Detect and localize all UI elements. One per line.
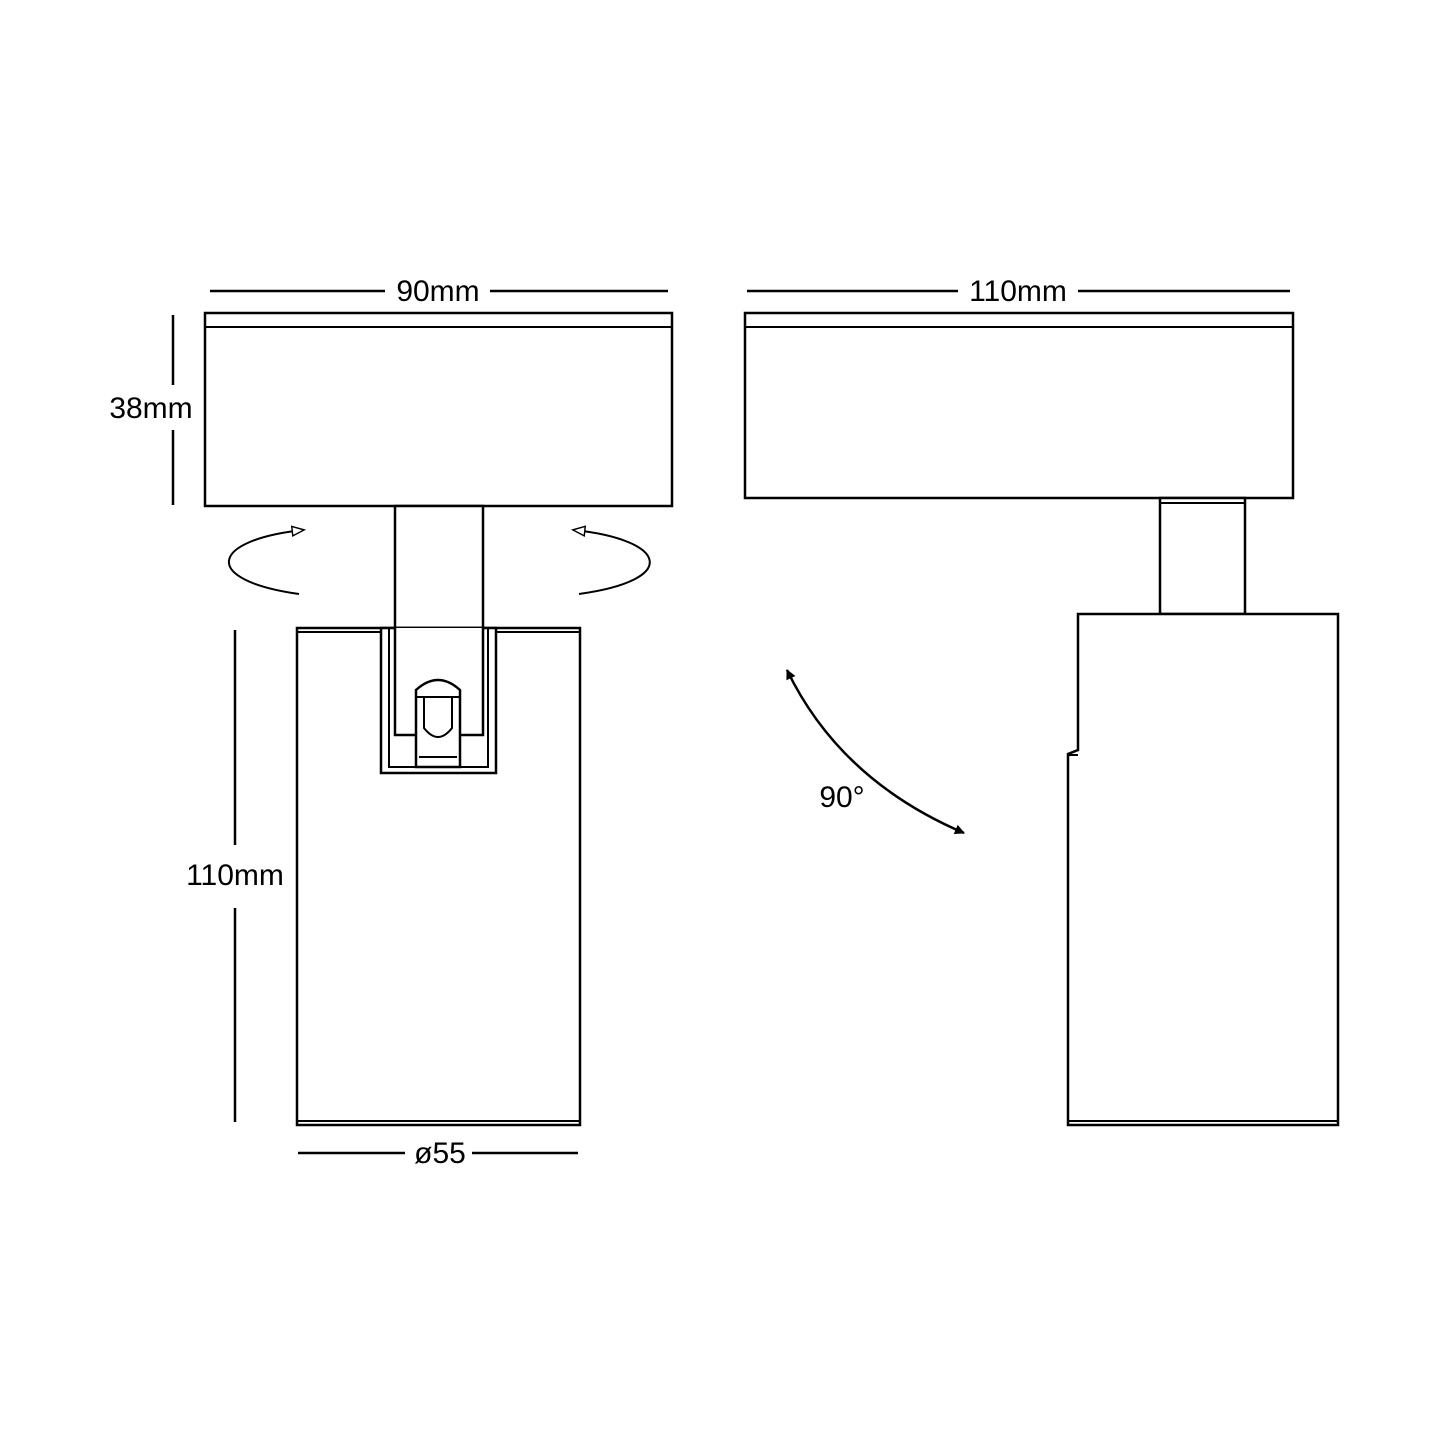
- front-base: [203, 311, 674, 508]
- side-width-label: 110mm: [969, 275, 1067, 308]
- side-stem: [1158, 496, 1247, 616]
- knuckle-icon: [414, 678, 462, 769]
- front-stem: [393, 504, 485, 630]
- diameter-label: ø55: [414, 1137, 466, 1170]
- side-base: [743, 311, 1295, 500]
- rotate-right-arrow-icon: [570, 525, 651, 595]
- rotate-left-arrow-icon: [228, 525, 307, 595]
- front-slot: [379, 626, 498, 775]
- body-height-label: 110mm: [186, 859, 284, 892]
- base-height-label: 38mm: [109, 392, 192, 425]
- front-view: 90mm 38mm 110mm ø55: [109, 275, 674, 1170]
- front-width-label: 90mm: [396, 275, 479, 308]
- tilt-angle-label: 90°: [819, 781, 864, 814]
- tilt-arrow-icon: [785, 669, 965, 835]
- side-body: [1066, 612, 1340, 1127]
- side-view: 110mm 90°: [743, 275, 1340, 1127]
